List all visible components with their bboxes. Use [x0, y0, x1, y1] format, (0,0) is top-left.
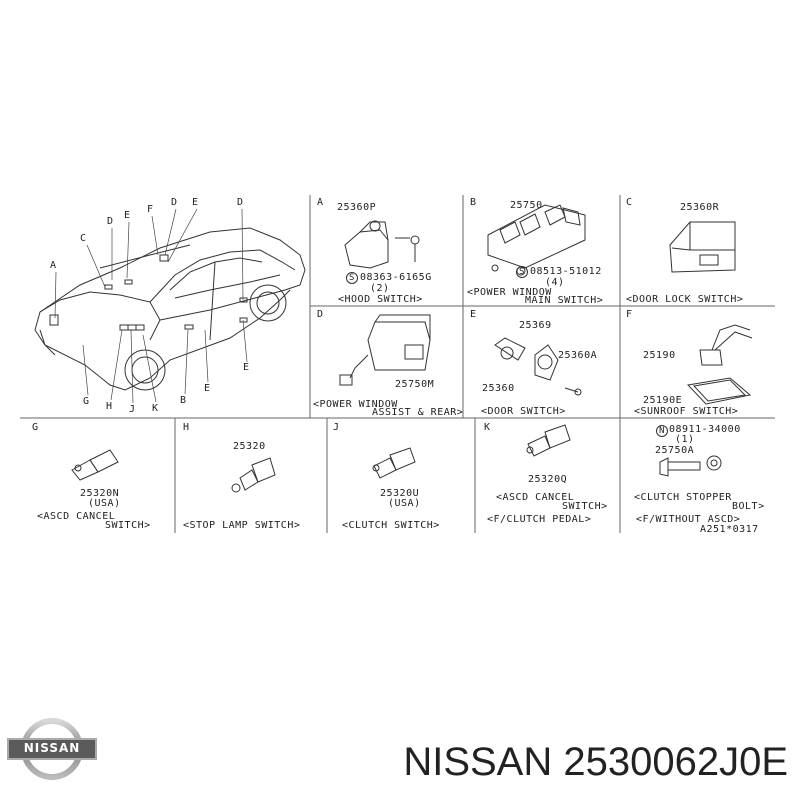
panel-g-part: 25320N — [80, 488, 120, 499]
door-lock-switch-drawing — [669, 221, 736, 273]
panel-a-screw: 08363-6165G — [360, 272, 432, 283]
panel-e-caption: <DOOR SWITCH> — [481, 406, 566, 417]
panel-c-letter: C — [626, 197, 633, 208]
panel-l-bolt: 08911-34000 — [669, 424, 741, 435]
nissan-logo: NISSAN — [6, 718, 98, 780]
power-window-assist-switch-drawing — [339, 314, 431, 386]
panel-a-part: 25360P — [337, 202, 377, 213]
car-label-c: C — [80, 233, 87, 244]
car-label-h: H — [106, 401, 113, 412]
panel-b-caption-2: MAIN SWITCH> — [525, 295, 604, 306]
panel-j-part: 25320U — [380, 488, 420, 499]
panel-c-part: 25360R — [680, 202, 720, 213]
panel-d-caption-2: ASSIST & REAR> — [372, 407, 464, 418]
panel-d-caption-1: <POWER WINDOW — [313, 399, 398, 410]
panel-h-caption: <STOP LAMP SWITCH> — [183, 520, 301, 531]
ascd-cancel-switch-g-drawing — [71, 449, 119, 481]
panel-b-screw-prefix: S — [516, 266, 528, 278]
panel-k-part: 25320Q — [528, 474, 568, 485]
panel-a-caption: <HOOD SWITCH> — [338, 294, 423, 305]
panel-f-part-1: 25190 — [643, 350, 676, 361]
car-label-j: J — [129, 404, 136, 415]
car-label-d: D — [107, 216, 114, 227]
clutch-stopper-bolt-drawing — [659, 455, 722, 477]
panel-b-letter: B — [470, 197, 477, 208]
panel-k-caption-2: SWITCH> — [562, 501, 608, 512]
diagram-grid — [20, 195, 775, 533]
car-label-d2: D — [171, 197, 178, 208]
panel-h-part: 25320 — [233, 441, 266, 452]
panel-a-qty: (2) — [370, 283, 390, 294]
ascd-cancel-switch-k-drawing — [526, 424, 571, 457]
panel-k-caption-3: <F/CLUTCH PEDAL> — [487, 514, 592, 525]
panel-e-letter: E — [470, 309, 477, 320]
car-label-d3: D — [237, 197, 244, 208]
car-label-e2: E — [192, 197, 199, 208]
panel-b-caption-1: <POWER WINDOW — [467, 287, 552, 298]
panel-b-part: 25750 — [510, 200, 543, 211]
panel-g-sub: (USA) — [88, 498, 121, 509]
car-label-e3: E — [204, 383, 211, 394]
panel-k-letter: K — [484, 422, 491, 433]
panel-h-letter: H — [183, 422, 190, 433]
car-label-b: B — [180, 395, 187, 406]
panel-e-part-3: 25360 — [482, 383, 515, 394]
car-label-e: E — [124, 210, 131, 221]
panel-j-sub: (USA) — [388, 498, 421, 509]
panel-j-letter: J — [333, 422, 340, 433]
car-label-k: K — [152, 403, 159, 414]
panel-j-caption: <CLUTCH SWITCH> — [342, 520, 440, 531]
panel-e-part-1: 25369 — [519, 320, 552, 331]
panel-e-part-2: 25360A — [558, 350, 598, 361]
panel-d-letter: D — [317, 309, 324, 320]
panel-l-caption-2: BOLT> — [732, 501, 765, 512]
panel-g-letter: G — [32, 422, 39, 433]
car-label-f: F — [147, 204, 154, 215]
power-window-main-switch-drawing — [487, 204, 586, 276]
panel-l-qty: (1) — [675, 434, 695, 445]
panel-k-caption-1: <ASCD CANCEL — [496, 492, 575, 503]
panel-f-caption: <SUNROOF SWITCH> — [634, 406, 739, 417]
car-illustration — [34, 227, 306, 391]
panel-g-caption-1: <ASCD CANCEL — [37, 511, 116, 522]
reference-code: A251*0317 — [700, 524, 759, 535]
panel-d-part: 25750M — [395, 379, 435, 390]
panel-b-qty: (4) — [545, 277, 565, 288]
stop-lamp-switch-drawing — [231, 457, 276, 493]
hood-switch-drawing — [344, 220, 420, 269]
door-switch-drawing — [494, 337, 582, 396]
car-label-g: G — [83, 396, 90, 407]
panel-l-bolt-prefix: N — [656, 425, 668, 437]
parts-diagram: A C D E F D E D G H J K B E E A 25360P S… — [20, 195, 775, 535]
car-label-e4: E — [243, 362, 250, 373]
part-number-title: NISSAN 2530062J0E — [403, 740, 788, 784]
panel-l-part: 25750A — [655, 445, 695, 456]
panel-l-caption-3: <F/WITHOUT ASCD> — [636, 514, 741, 525]
panel-l-caption-1: <CLUTCH STOPPER — [634, 492, 732, 503]
logo-text: NISSAN — [23, 741, 81, 755]
panel-g-caption-2: SWITCH> — [105, 520, 151, 531]
panel-f-part-2: 25190E — [643, 395, 683, 406]
panel-a-letter: A — [317, 197, 324, 208]
clutch-switch-drawing — [372, 447, 416, 479]
sunroof-switch-drawing — [686, 324, 753, 405]
car-label-a: A — [50, 260, 57, 271]
panel-a-screw-prefix: S — [346, 272, 358, 284]
panel-c-caption: <DOOR LOCK SWITCH> — [626, 294, 744, 305]
panel-f-letter: F — [626, 309, 633, 320]
panel-b-screw: 08513-51012 — [530, 266, 602, 277]
